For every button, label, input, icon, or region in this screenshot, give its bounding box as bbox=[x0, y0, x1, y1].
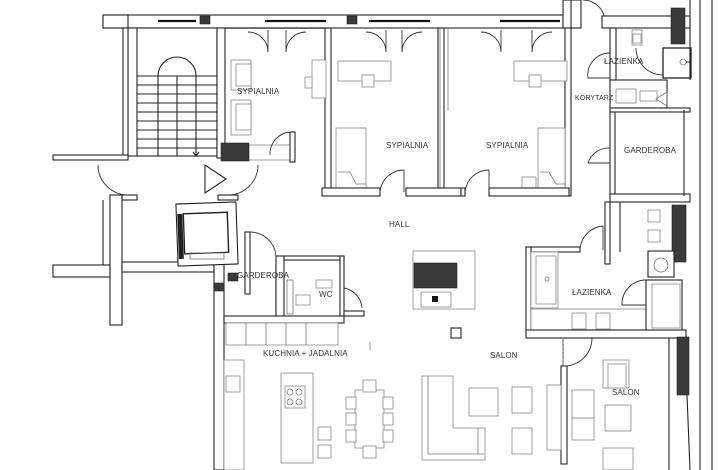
room-label-lazienka-2: ŁAZIENKA bbox=[572, 288, 612, 297]
room-label-korytarz: KORYTARZ bbox=[575, 95, 614, 102]
room-label-garderoba-1: GARDEROBA bbox=[624, 146, 677, 155]
room-label-salon-2: SALON bbox=[612, 388, 640, 397]
elevator bbox=[175, 201, 239, 267]
kitchen-dining bbox=[223, 322, 394, 470]
room-label-sypialnia-1: SYPIALNIA bbox=[237, 87, 280, 96]
bedroom-1 bbox=[220, 27, 332, 189]
room-label-salon-1: SALON bbox=[490, 351, 518, 360]
right-upper-zone bbox=[570, 0, 692, 203]
hall-features bbox=[412, 250, 476, 339]
room-label-garderoba-2: GARDEROBA bbox=[237, 271, 290, 280]
room-label-lazienka-1: ŁAZIENKA bbox=[604, 57, 644, 66]
room-label-wc: WC bbox=[319, 290, 333, 299]
room-label-kuchnia-jadalnia: KUCHNIA + JADALNIA bbox=[263, 349, 348, 358]
windows bbox=[158, 15, 560, 25]
bathroom-2 bbox=[525, 201, 687, 339]
room-label-hall: HALL bbox=[389, 220, 410, 229]
staircase bbox=[136, 27, 226, 159]
radiator bbox=[676, 336, 690, 396]
bedroom-2 bbox=[321, 27, 462, 197]
room-label-sypialnia-2: SYPIALNIA bbox=[386, 141, 429, 150]
landing-walls bbox=[52, 154, 259, 470]
room-label-sypialnia-3: SYPIALNIA bbox=[486, 141, 529, 150]
living-room bbox=[421, 337, 670, 470]
exterior-walls bbox=[102, 0, 713, 470]
bedroom-3 bbox=[447, 27, 572, 197]
